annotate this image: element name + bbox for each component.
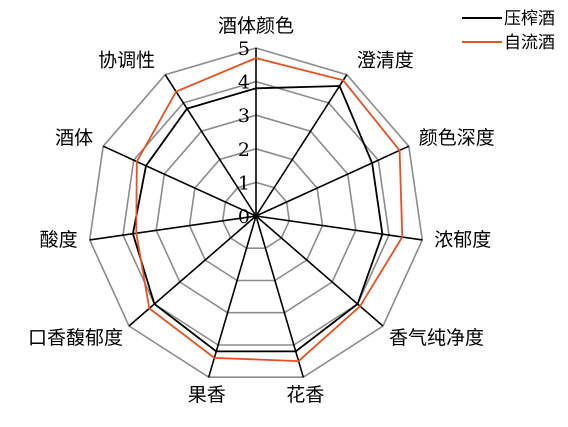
tick-label: 5 [238,38,250,60]
axis-spoke [102,145,257,217]
tick-label: 2 [238,139,250,161]
series-line-1 [131,85,384,353]
axis-spoke [255,215,384,327]
tick-layer: 0 1 2 3 4 5 [238,38,250,228]
grid-ring-2 [188,147,324,282]
category-label: 花香 [286,384,324,406]
tick-label: 1 [238,172,250,194]
category-label: 酒体 [55,127,93,149]
grid-ring-5 [88,47,424,379]
category-label: 浓郁度 [434,229,491,251]
tick-label: 0 [238,206,250,228]
category-label: 协调性 [98,50,155,72]
category-label: 果香 [188,384,226,406]
axis-spoke [89,215,257,241]
category-label: 口香馥郁度 [28,327,123,349]
axis-spoke [207,215,257,378]
legend-label: 压榨酒 [504,9,555,29]
axis-spoke [255,215,305,378]
tick-label: 4 [238,72,250,94]
legend-label: 自流酒 [504,33,555,53]
category-label: 酸度 [40,229,78,251]
axis-spoke [255,145,410,217]
grid-ring-1 [221,181,291,249]
series-line-2 [135,57,404,363]
axis-spoke [128,215,257,327]
category-label: 颜色深度 [419,127,495,149]
category-label: 酒体颜色 [218,15,294,37]
axis-spoke [164,74,257,217]
spoke-layer [89,48,423,378]
category-label: 香气纯净度 [389,327,484,349]
axis-spoke [255,215,423,241]
axis-spoke [255,74,348,217]
category-label: 澄清度 [357,50,414,72]
grid-ring-3 [155,114,357,314]
tick-label: 3 [238,105,250,127]
series-layer [131,57,404,363]
